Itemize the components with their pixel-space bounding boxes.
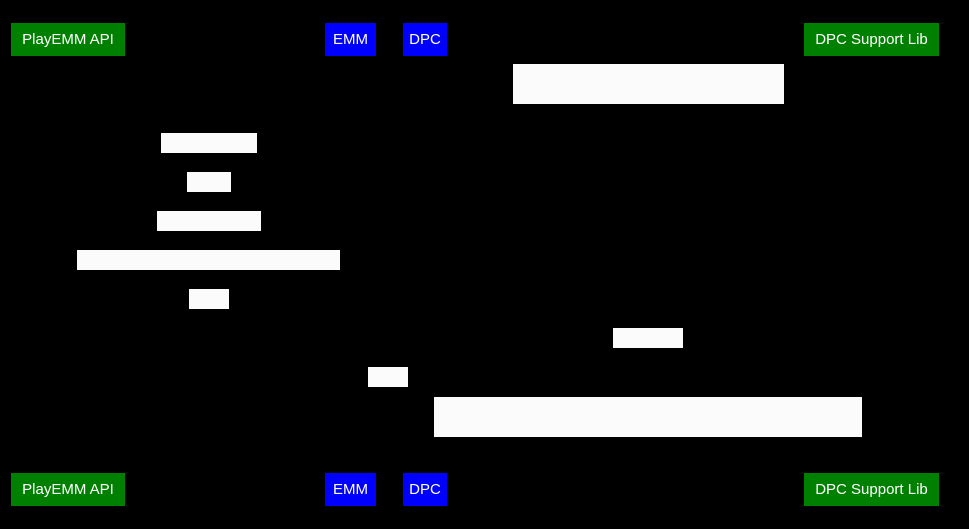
message-label-token-to-emm: token [189, 289, 229, 345]
message-line: .ensureWorkingEnvironment(callback) [521, 160, 776, 177]
participant-label: EMM [333, 31, 368, 48]
participant-playemm-api-bottom[interactable]: PlayEMM API [11, 473, 125, 506]
lifeline-playemm-api [68, 56, 69, 473]
participant-label: DPC [409, 481, 441, 498]
message-line: androidForWorkAccountSupport [541, 103, 756, 120]
message-arrow-users-update [68, 231, 350, 232]
message-line: token [190, 328, 228, 345]
message-arrow-callback [425, 348, 871, 349]
participant-label: PlayEMM API [22, 31, 114, 48]
message-label-users-insert: users.insert() [161, 133, 257, 189]
message-arrow-token-to-emm [68, 309, 350, 310]
participant-label: DPC [409, 31, 441, 48]
message-line: callback() [615, 367, 681, 384]
message-line: androidForWorkAccountSupport [541, 436, 755, 453]
participant-emm-top[interactable]: EMM [325, 23, 376, 56]
participant-label: PlayEMM API [22, 481, 114, 498]
participant-playemm-api-top[interactable]: PlayEMM API [11, 23, 125, 56]
message-arrow-token-to-dpc [350, 387, 425, 388]
message-label-token-to-dpc: token [368, 367, 408, 423]
participant-dpc-support-lib-bottom[interactable]: DPC Support Lib [804, 473, 939, 506]
lifeline-emm [350, 56, 351, 473]
participant-label: DPC Support Lib [815, 31, 928, 48]
message-label-users-generate-authentication-token: users.generateAuthenticationToken() [77, 250, 340, 306]
message-line: token [369, 406, 407, 423]
participant-label: EMM [333, 481, 368, 498]
message-label-ensure-working-environment: androidForWorkAccountSupport .ensureWork… [513, 64, 784, 177]
participant-label: DPC Support Lib [815, 481, 928, 498]
message-label-user-id: userID [187, 172, 231, 228]
message-arrow-add-android-for-work-account [425, 437, 871, 438]
message-label-users-update: users.update() [157, 211, 261, 267]
participant-dpc-top[interactable]: DPC [403, 23, 447, 56]
lifeline-dpc [425, 56, 426, 473]
lifeline-dpc-support-lib [871, 56, 872, 473]
message-arrow-users-generate-authentication-token [68, 270, 350, 271]
participant-emm-bottom[interactable]: EMM [325, 473, 376, 506]
message-arrow-ensure-working-environment [425, 104, 871, 105]
message-arrow-user-id [68, 192, 350, 193]
message-label-add-android-for-work-account: androidForWorkAccountSupport .addAndroid… [434, 397, 862, 510]
message-line: .addAndroidForWorkAccount(token, account… [447, 493, 849, 510]
participant-dpc-bottom[interactable]: DPC [403, 473, 447, 506]
participant-dpc-support-lib-top[interactable]: DPC Support Lib [804, 23, 939, 56]
message-arrow-users-insert [68, 153, 350, 154]
message-label-callback: callback() [613, 328, 683, 384]
